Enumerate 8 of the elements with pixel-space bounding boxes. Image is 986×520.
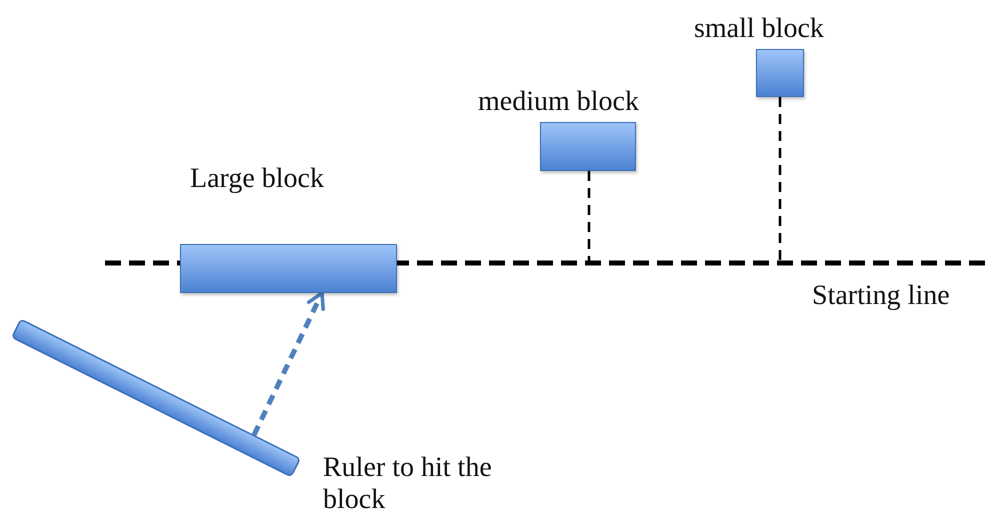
block-label: medium block bbox=[478, 86, 639, 118]
line-label: Starting line bbox=[812, 280, 951, 312]
block-label: small block bbox=[694, 13, 824, 45]
dashed-line bbox=[778, 97, 782, 263]
dashed-line bbox=[588, 171, 590, 263]
arrow bbox=[252, 291, 325, 436]
ruler-label: Ruler to hit the block bbox=[323, 452, 493, 516]
block-label: Large block bbox=[190, 163, 324, 195]
